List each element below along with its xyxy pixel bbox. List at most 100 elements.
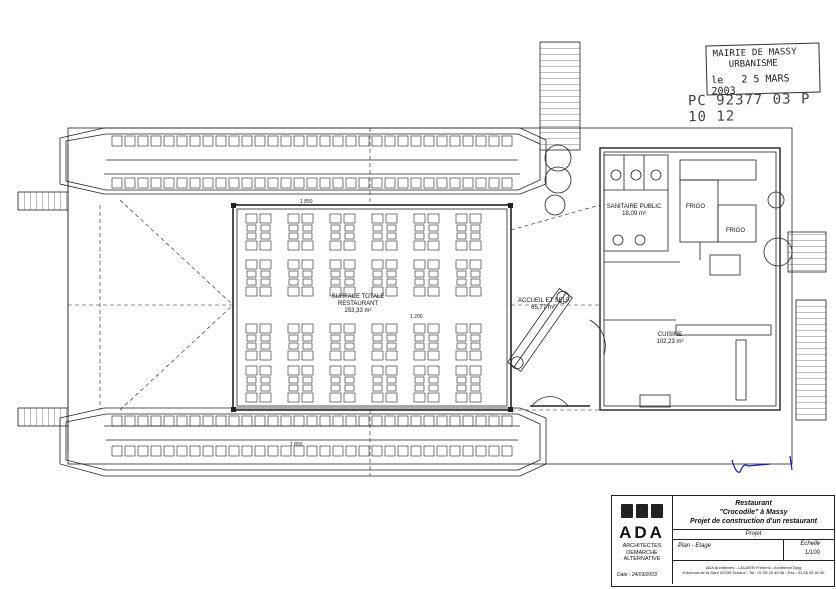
hall-table (329, 240, 342, 251)
wing-seat (306, 415, 318, 427)
hall-chair (260, 232, 271, 240)
wing-seat (501, 445, 513, 457)
wing-seat (319, 135, 331, 147)
hall-table (413, 323, 426, 334)
hall-table (385, 392, 398, 403)
hall-chair (288, 342, 299, 350)
hall-table (469, 213, 482, 224)
hall-table (385, 365, 398, 376)
hall-chair (344, 376, 355, 384)
wing-seat (384, 177, 396, 189)
hall-table (371, 323, 384, 334)
hall-table (245, 240, 258, 251)
wing-seat (267, 135, 279, 147)
hall-table (287, 286, 300, 297)
wing-seat (475, 135, 487, 147)
hall-table (469, 350, 482, 361)
hall-chair (246, 270, 257, 278)
hall-table (287, 259, 300, 270)
wing-seat (228, 177, 240, 189)
project-title-3: Projet de construction d'un restaurant (690, 518, 817, 525)
cuisine-name: CUISINE (657, 332, 683, 338)
hall-table (385, 259, 398, 270)
wing-seat (319, 177, 331, 189)
hall-table (287, 240, 300, 251)
hall-chair (428, 342, 439, 350)
wing-seat (241, 445, 253, 457)
wing-seat (462, 177, 474, 189)
hall-table (455, 392, 468, 403)
wing-seat (345, 415, 357, 427)
wing-seat (384, 445, 396, 457)
hall-chair (344, 224, 355, 232)
wing-seat (449, 415, 461, 427)
stamp-line-2: URBANISME (728, 58, 778, 70)
hall-table (301, 350, 314, 361)
wing-seat (254, 415, 266, 427)
hall-table (455, 240, 468, 251)
wing-seat (189, 135, 201, 147)
wing-seat (254, 445, 266, 457)
hall-chair (386, 376, 397, 384)
wing-seat (475, 177, 487, 189)
wing-seat (332, 445, 344, 457)
wing-seat (306, 135, 318, 147)
hall-chair (456, 384, 467, 392)
hall-chair (260, 342, 271, 350)
wing-seat (293, 415, 305, 427)
hall-table (427, 350, 440, 361)
hall-table (301, 392, 314, 403)
hall-table (245, 392, 258, 403)
hall-chair (470, 334, 481, 342)
hall-chair (386, 334, 397, 342)
sanitaire-name: SANITAIRE PUBLIC (606, 204, 662, 210)
wing-seat (124, 415, 136, 427)
hall-table (343, 365, 356, 376)
hall-table (259, 240, 272, 251)
sanitaire-room (603, 154, 669, 252)
stamp-date-prefix: le (711, 75, 724, 87)
hall-chair (414, 342, 425, 350)
footer: ADA Architectes - LAUZIER Frédéric - Arc… (673, 560, 834, 589)
hall-chair (246, 334, 257, 342)
surface-title: SURFACE TOTALE (331, 294, 385, 300)
wing-seat (488, 135, 500, 147)
hall-chair (414, 376, 425, 384)
hall-table (259, 350, 272, 361)
hall-table (301, 240, 314, 251)
wing-seat (423, 415, 435, 427)
hall-chair (456, 232, 467, 240)
hall-chair (414, 232, 425, 240)
ada-logo: ADA ARCHITECTES DEMARCHE ALTERNATIVE (612, 496, 673, 584)
hall-chair (260, 384, 271, 392)
wing-seat (267, 445, 279, 457)
wing-seat (176, 135, 188, 147)
hall-table (455, 323, 468, 334)
room-label-cuisine: CUISINE 102,23 m² (650, 332, 690, 346)
hall-table (371, 259, 384, 270)
accueil-area: 65,77 m² (531, 305, 555, 311)
town-hall-stamp: MAIRIE DE MASSY URBANISME le 2 5 MARS 20… (705, 42, 821, 97)
hall-chair (246, 384, 257, 392)
hall-chair (330, 342, 341, 350)
wing-seat (384, 135, 396, 147)
footer-line-1: ADA Architectes - LAUZIER Frédéric - Arc… (705, 565, 802, 570)
hall-chair (330, 224, 341, 232)
hall-chair (302, 384, 313, 392)
frigo-1 (679, 179, 719, 243)
hall-table (427, 323, 440, 334)
hall-chair (456, 270, 467, 278)
hall-table (455, 286, 468, 297)
hall-chair (260, 224, 271, 232)
hall-table (371, 286, 384, 297)
hall-table (413, 259, 426, 270)
hall-chair (428, 376, 439, 384)
wing-seat (137, 445, 149, 457)
hall-chair (344, 270, 355, 278)
hall-chair (428, 224, 439, 232)
top-wing (59, 127, 547, 195)
hall-table (343, 259, 356, 270)
hall-chair (302, 232, 313, 240)
hall-table (413, 213, 426, 224)
hall-chair (372, 224, 383, 232)
